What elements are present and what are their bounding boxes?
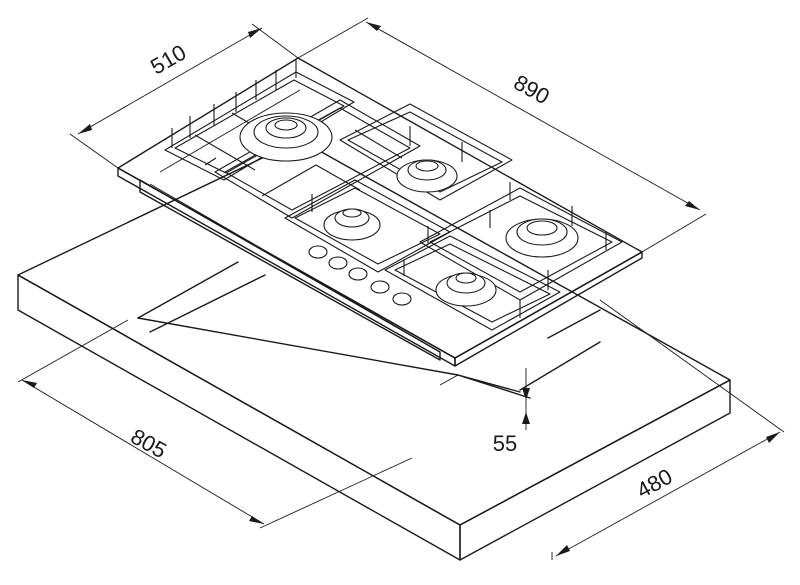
dimension-cutout-depth: 480 (439, 299, 785, 560)
knob-3[interactable] (348, 267, 368, 281)
cutout-outline (137, 261, 601, 399)
burner-front-right (435, 272, 497, 307)
burner-rear-right (396, 159, 458, 193)
control-knobs (308, 245, 412, 306)
dimension-cutout-width: 805 (17, 319, 413, 529)
knob-2[interactable] (328, 256, 348, 270)
hob-width-label: 890 (510, 70, 554, 110)
knob-5[interactable] (392, 292, 412, 306)
burner-triple-ring (505, 218, 579, 258)
cutout-height-label: 55 (493, 431, 517, 456)
countertop-slab (17, 139, 731, 561)
pan-support-grates (164, 60, 623, 331)
cutout-depth-label: 480 (632, 464, 676, 504)
knob-4[interactable] (370, 280, 390, 294)
burner-front-middle (323, 208, 381, 241)
cutout-width-label: 805 (127, 424, 171, 464)
dimension-cutout-height: 55 (493, 368, 530, 456)
burner-wok (239, 112, 333, 162)
knob-1[interactable] (308, 245, 328, 259)
cooktop (117, 57, 643, 367)
